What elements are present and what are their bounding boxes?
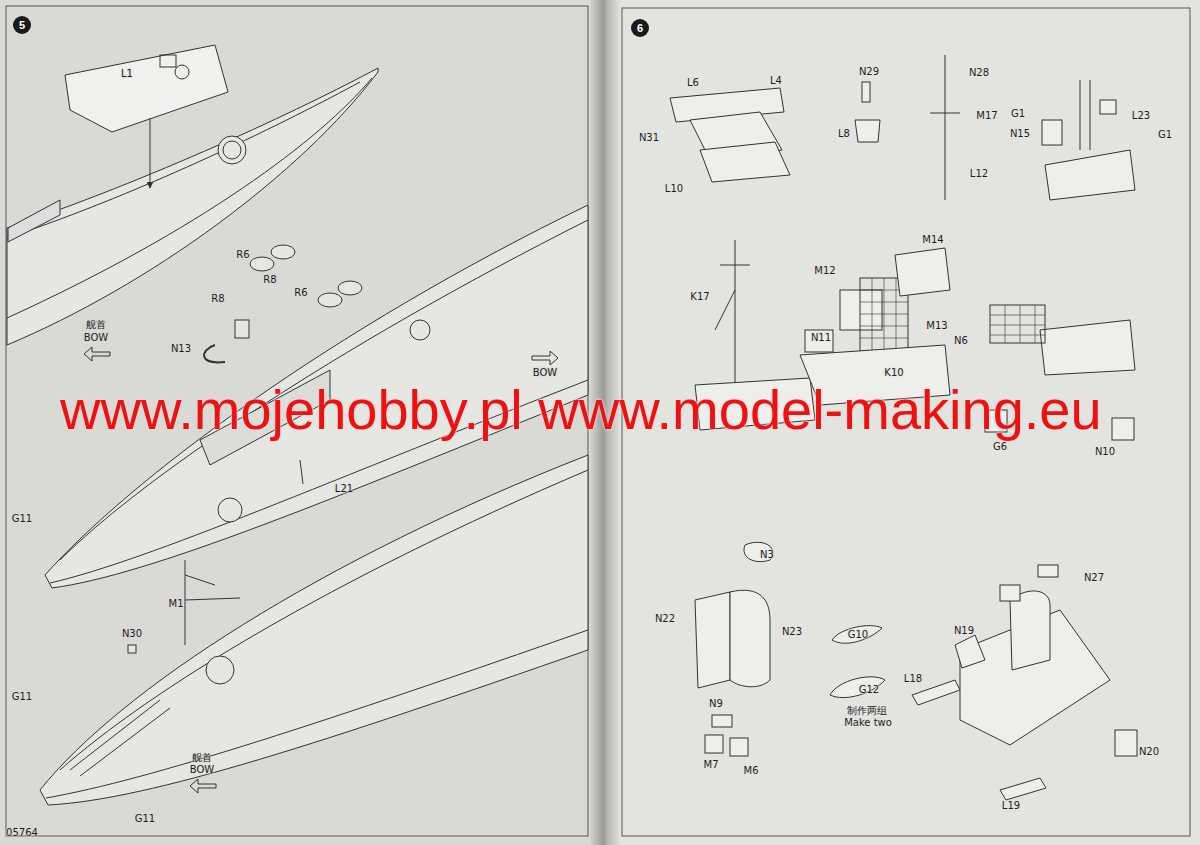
part-callout: G11: [135, 813, 155, 824]
part-callout: N27: [1084, 572, 1104, 583]
part-callout: L23: [1132, 110, 1150, 121]
part-callout: R8: [263, 274, 276, 285]
part-callout: M7: [704, 759, 719, 770]
step-number: 6: [631, 19, 649, 37]
part-callout: G11: [12, 513, 32, 524]
part-callout: N6: [954, 335, 968, 346]
part-callout: N13: [171, 343, 191, 354]
part-callout: L19: [1002, 800, 1020, 811]
part-callout: 制作两组: [847, 705, 887, 716]
part-callout: G10: [848, 629, 868, 640]
part-callout: N20: [1139, 746, 1159, 757]
part-callout: G12: [859, 684, 879, 695]
watermark: www.mojehobby.pl www.model-making.eu: [60, 382, 1102, 438]
part-callout: K10: [884, 367, 903, 378]
part-callout: N9: [709, 698, 723, 709]
part-callout: N23: [782, 626, 802, 637]
part-callout: Make two: [844, 717, 892, 728]
part-callout: M1: [169, 598, 184, 609]
part-callout: L8: [838, 128, 850, 139]
part-callout: R6: [294, 287, 307, 298]
part-callout: BOW: [533, 367, 557, 378]
part-callout: L12: [970, 168, 988, 179]
part-callout: M13: [926, 320, 947, 331]
part-callout: M6: [744, 765, 759, 776]
part-callout: L21: [335, 483, 353, 494]
part-callout: N30: [122, 628, 142, 639]
page-code: 05764: [6, 827, 38, 838]
part-callout: M14: [922, 234, 943, 245]
part-callout: BOW: [84, 332, 108, 343]
part-callout: G1: [1158, 129, 1172, 140]
part-callout: 舰首: [192, 752, 212, 763]
part-callout: M12: [814, 265, 835, 276]
part-callout: 舰首: [86, 319, 106, 330]
part-callout: N11: [811, 332, 831, 343]
part-callout: N3: [760, 549, 774, 560]
step-number-text: 5: [19, 20, 25, 31]
part-callout: L1: [121, 68, 133, 79]
part-callout: G1: [1011, 108, 1025, 119]
part-callout: N10: [1095, 446, 1115, 457]
part-callout: N22: [655, 613, 675, 624]
part-callout: N31: [639, 132, 659, 143]
part-callout: N15: [1010, 128, 1030, 139]
step-number: 5: [13, 16, 31, 34]
part-callout: R8: [211, 293, 224, 304]
step-number-text: 6: [637, 23, 643, 34]
part-callout: R6: [236, 249, 249, 260]
part-callout: M17: [976, 110, 997, 121]
part-callout: N19: [954, 625, 974, 636]
part-callout: N29: [859, 66, 879, 77]
part-callout: L6: [687, 77, 699, 88]
part-callout: L10: [665, 183, 683, 194]
part-callout: G6: [993, 441, 1007, 452]
part-callout: L18: [904, 673, 922, 684]
part-callout: G11: [12, 691, 32, 702]
part-callout: L4: [770, 75, 782, 86]
part-callout: N28: [969, 67, 989, 78]
part-callout: BOW: [190, 764, 214, 775]
part-callout: K17: [690, 291, 709, 302]
